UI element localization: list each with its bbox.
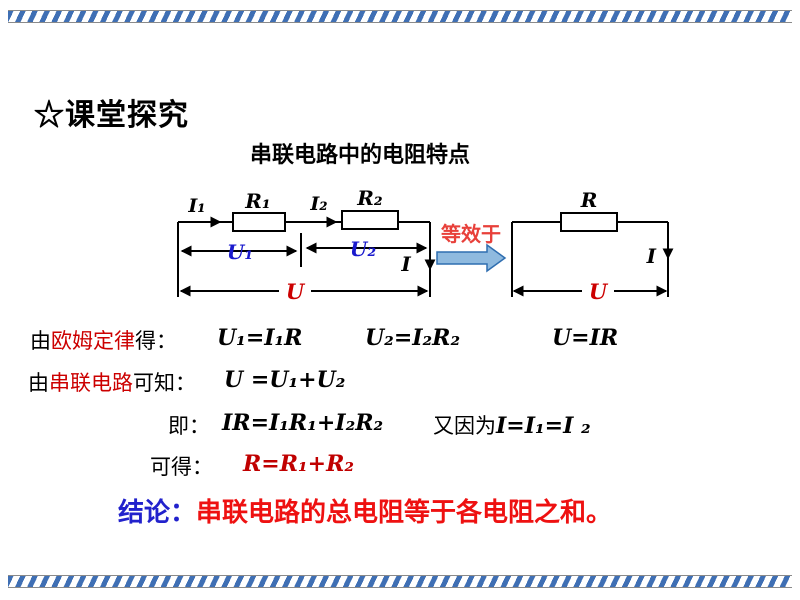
resistor-r2-box [341,210,399,230]
voltage-label-u: U [589,279,609,304]
label-gap [279,281,311,300]
decorative-border-bottom [8,575,792,588]
voltage-label-u-total: U [286,279,306,304]
formula-u: U=IR [552,325,619,351]
resistor-label-r1: R₁ [244,189,270,213]
section-heading: 串联电路中的电阻特点 [249,142,470,167]
conclusion-text: 串联电路的总电阻等于各电阻之和。 [196,497,613,527]
formula-u1: U₁=I₁R [217,325,303,351]
label-obtain: 可得： [150,456,213,479]
equivalent-circuit [511,212,674,300]
derivation-line-series: 由串联电路可知： U =U₁+U₂ [0,367,800,401]
current-label-i: I [646,244,657,268]
because-phrase: 又因为I=I₁=I ₂ [433,410,591,440]
current-label-i: I [400,252,411,276]
phrase-pre: 由 [28,372,49,395]
label-gap [582,281,614,300]
derivation-line-substitution: 即： IR=I₁R₁+I₂R₂ 又因为I=I₁=I ₂ [0,410,800,444]
formula-r-sum: R=R₁+R₂ [243,451,354,477]
derivation-line-result: 可得： R=R₁+R₂ [0,451,800,485]
equivalence-arrow-icon [436,243,507,273]
series-term: 串联电路 [49,372,133,395]
formula-u-sum: U =U₁+U₂ [224,367,346,393]
current-label-i1: I₁ [187,195,205,217]
ohm-law-term: 欧姆定律 [51,330,135,353]
decorative-border-top [8,10,792,23]
circuit-diagram: I₁ R₁ I₂ R₂ U₁ U₂ I U 等效于 R I U [177,186,674,304]
derivation-line-ohm: 由欧姆定律得： U₁=I₁R U₂=I₂R₂ U=IR [0,325,800,359]
equivalence-label: 等效于 [441,222,501,246]
resistor-label-r: R [580,188,598,212]
current-label-i2: I₂ [309,193,327,215]
resistor-r-box [560,212,618,232]
formula-ir-sum: IR=I₁R₁+I₂R₂ [222,410,384,436]
formula-u2: U₂=I₂R₂ [365,325,461,351]
resistor-r1-box [232,212,286,232]
formula-current-equal: I=I₁=I ₂ [496,413,591,439]
series-circuit [177,210,436,300]
resistor-label-r2: R₂ [356,186,383,210]
phrase-post: 得： [135,330,177,353]
voltage-label-u2: U₂ [350,237,376,261]
series-phrase: 由串联电路可知： [28,367,196,397]
ohm-law-phrase: 由欧姆定律得： [30,325,177,355]
page-title-text: 课堂探究 [65,99,189,132]
voltage-label-u1: U₁ [227,240,253,264]
because-text: 又因为 [433,415,496,438]
conclusion-label: 结论： [118,497,197,527]
label-then: 即： [168,415,210,438]
conclusion-line: 结论：串联电路的总电阻等于各电阻之和。 [118,492,612,529]
phrase-post: 可知： [133,372,196,395]
star-icon: ☆ [34,99,65,132]
page-title: ☆课堂探究 [34,90,189,134]
phrase-pre: 由 [30,330,51,353]
